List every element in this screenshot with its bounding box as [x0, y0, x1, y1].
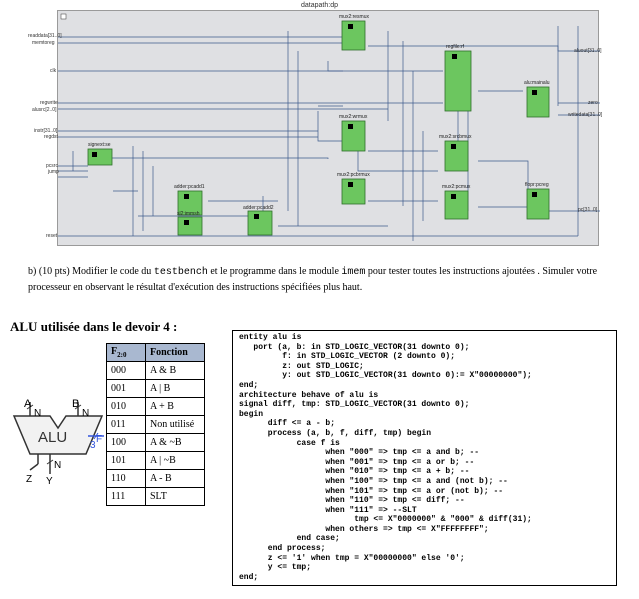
block-signext: signext:se: [88, 142, 111, 148]
block-resmux: mux2:resmux: [339, 14, 370, 20]
alu-f-label: F: [96, 434, 102, 445]
alu-z-label: Z: [26, 474, 32, 485]
cell-code: 010: [106, 397, 146, 416]
block-regfile: regfile:rf: [446, 44, 465, 50]
alu-shape: [12, 415, 104, 455]
block-immsh: sl2:immsh: [177, 211, 200, 217]
block-srcbmux: mux2:srcbmux: [439, 134, 472, 140]
header-code-sub: 2:0: [117, 351, 127, 359]
port-writedata: writedata[31..0]: [568, 112, 603, 118]
block-wrmux: mux2:wrmux: [339, 114, 368, 120]
question-code-testbench: testbench: [153, 267, 208, 278]
port-instr: instr[31..0]: [34, 128, 58, 134]
alu-b-width: N: [82, 408, 89, 419]
cell-code: 011: [106, 415, 146, 434]
port-regdst: regdst: [44, 134, 58, 140]
cell-code: 100: [106, 433, 146, 452]
question-suffix: pour tester toutes les instructions ajou…: [28, 266, 598, 293]
cell-function: A + B: [145, 397, 205, 416]
cell-code: 000: [106, 361, 146, 380]
datapath-schematic: readdata[31..0] memtoreg clk regwrite al…: [28, 10, 603, 246]
port-pcsrc: pcsrc: [46, 163, 58, 169]
port-jump: jump: [48, 169, 59, 175]
alu-b-label: B: [72, 398, 79, 410]
block-mainalu: alu:mainalu: [524, 80, 550, 86]
cell-function: A - B: [145, 469, 205, 488]
port-aluout: aluout[31..0]: [574, 48, 602, 54]
port-regwrite: regwrite: [40, 100, 58, 106]
cell-function: SLT: [145, 487, 205, 506]
question-code-imem: imem: [341, 267, 366, 278]
header-code: F2:0: [106, 343, 146, 362]
cell-code: 111: [106, 487, 146, 506]
port-zero: zero: [588, 100, 598, 106]
cell-code: 110: [106, 469, 146, 488]
port-alusrc: alusrc[2..0]: [32, 107, 57, 113]
cell-function: Non utilisé: [145, 415, 205, 434]
alu-label: ALU: [38, 429, 67, 446]
port-readdata: readdata[31..0]: [28, 33, 62, 39]
block-pcadd1: adder:pcadd1: [174, 184, 205, 190]
schematic-title: datapath:dp: [301, 2, 338, 9]
port-memtoreg: memtoreg: [32, 40, 55, 46]
block-pcbrmux: mux2:pcbrmux: [337, 172, 370, 178]
alu-symbol: A N B N ALU 3 F N Z Y: [12, 398, 104, 487]
alu-f-width: 3: [90, 440, 96, 451]
block-pcadd2: adder:pcadd2: [243, 205, 274, 211]
port-reset: reset: [46, 233, 58, 239]
block-pcreg: flopr:pcreg: [525, 182, 549, 188]
cell-function: A | ~B: [145, 451, 205, 470]
alu-y-width: N: [54, 460, 61, 471]
alu-heading: ALU utilisée dans le devoir 4 :: [10, 319, 178, 334]
schematic-wires: [58, 13, 600, 241]
question-middle: et le programme dans le module: [207, 266, 342, 277]
table-header-row: F2:0 Fonction: [106, 343, 205, 362]
cell-function: A & B: [145, 361, 205, 380]
alu-a-label: A: [24, 398, 32, 410]
question-paragraph: b) (10 pts) Modifier le code du testbenc…: [28, 264, 618, 295]
port-clk: clk: [50, 68, 57, 74]
question-prefix: b) (10 pts) Modifier le code du: [28, 266, 154, 277]
port-pc: pc[31..0]: [578, 207, 598, 213]
block-pcmux: mux2:pcmux: [442, 184, 471, 190]
cell-function: A | B: [145, 379, 205, 398]
vhdl-code-box: entity alu is port (a, b: in STD_LOGIC_V…: [232, 330, 617, 586]
cell-code: 101: [106, 451, 146, 470]
alu-y-label: Y: [46, 476, 53, 487]
cell-function: A & ~B: [145, 433, 205, 452]
alu-a-width: N: [34, 408, 41, 419]
cell-code: 001: [106, 379, 146, 398]
header-code-text: F: [111, 346, 118, 357]
header-function: Fonction: [145, 343, 205, 362]
